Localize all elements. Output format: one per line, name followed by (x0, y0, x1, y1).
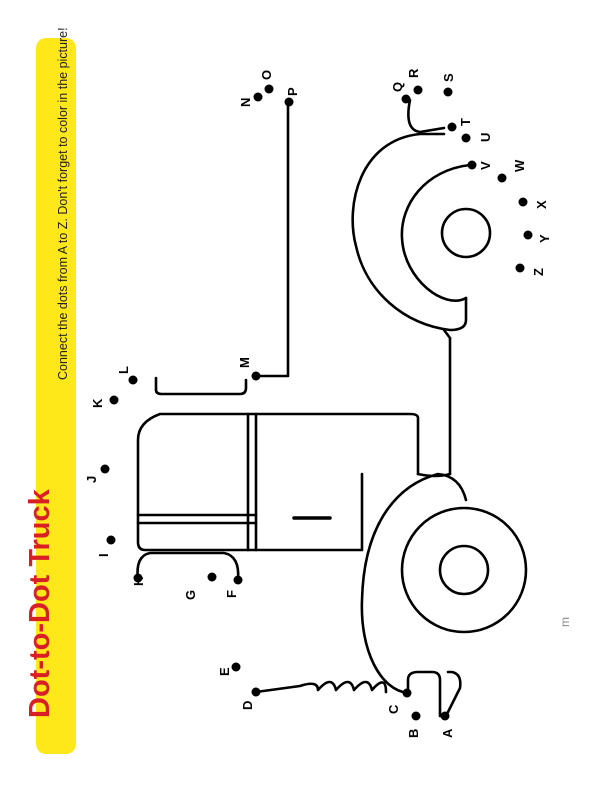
dot-label: G (183, 590, 198, 600)
dot-label: V (478, 161, 493, 170)
dot (106, 535, 116, 545)
dot (467, 160, 477, 170)
dot (109, 395, 119, 405)
mirror-arm (136, 551, 240, 582)
grille-spring (254, 680, 388, 694)
dot-label: X (534, 200, 549, 209)
dot (461, 133, 471, 143)
dot (515, 263, 525, 273)
dot (100, 464, 110, 474)
dot (231, 662, 241, 672)
dot-label: A (440, 728, 455, 738)
dot (523, 230, 533, 240)
dot-labels: A B C D E F G H I J K L M N O P Q R S T … (84, 68, 552, 738)
dot (284, 97, 294, 107)
dot-label: E (217, 667, 232, 676)
dot-label: S (441, 73, 456, 82)
dot-label: T (458, 118, 473, 126)
rear-hitch (407, 98, 446, 134)
dot (251, 687, 261, 697)
dot-label: M (237, 357, 252, 368)
dot (443, 87, 453, 97)
dot (264, 84, 274, 94)
rear-hub (440, 207, 492, 259)
dot-label: O (259, 70, 274, 80)
dot (128, 375, 138, 385)
dot (251, 371, 261, 381)
dot-label: F (224, 590, 239, 598)
rear-fender-lower (442, 328, 452, 340)
dot-label: B (406, 729, 421, 738)
dot-label: I (96, 553, 111, 557)
rear-fender (351, 132, 468, 332)
rear-fender-inner (400, 163, 472, 302)
dot-label: L (116, 366, 131, 374)
dot (133, 573, 143, 583)
front-bumper-2 (444, 670, 462, 718)
dot (440, 711, 450, 721)
front-hub (438, 544, 490, 596)
dot (207, 572, 217, 582)
front-bumper (406, 670, 442, 718)
dot-label: K (90, 398, 105, 408)
dot (413, 85, 423, 95)
exhaust-pipe (254, 100, 290, 378)
dot (253, 92, 263, 102)
dot (497, 173, 507, 183)
dot-label: D (240, 701, 255, 710)
dot-label: R (406, 68, 421, 78)
dot-label: U (478, 133, 493, 142)
dot (518, 197, 528, 207)
dot-label: H (131, 577, 146, 586)
dot (401, 94, 411, 104)
dot (447, 122, 457, 132)
dot-label: W (512, 159, 527, 172)
dot-label: N (238, 98, 253, 107)
front-wheel (400, 506, 528, 634)
title-banner (36, 38, 76, 754)
dot-label: P (285, 87, 300, 96)
dot-label: J (84, 476, 99, 483)
dots (100, 84, 533, 721)
dot (411, 711, 421, 721)
dot (233, 575, 243, 585)
front-fender (360, 472, 468, 695)
dot (402, 688, 412, 698)
cab-outline (136, 412, 420, 552)
roof-bracket (154, 376, 248, 396)
dot-label: Q (390, 82, 405, 92)
dot-label: Z (531, 268, 546, 276)
dot-label: C (386, 704, 401, 714)
dot-label: Y (537, 234, 552, 243)
